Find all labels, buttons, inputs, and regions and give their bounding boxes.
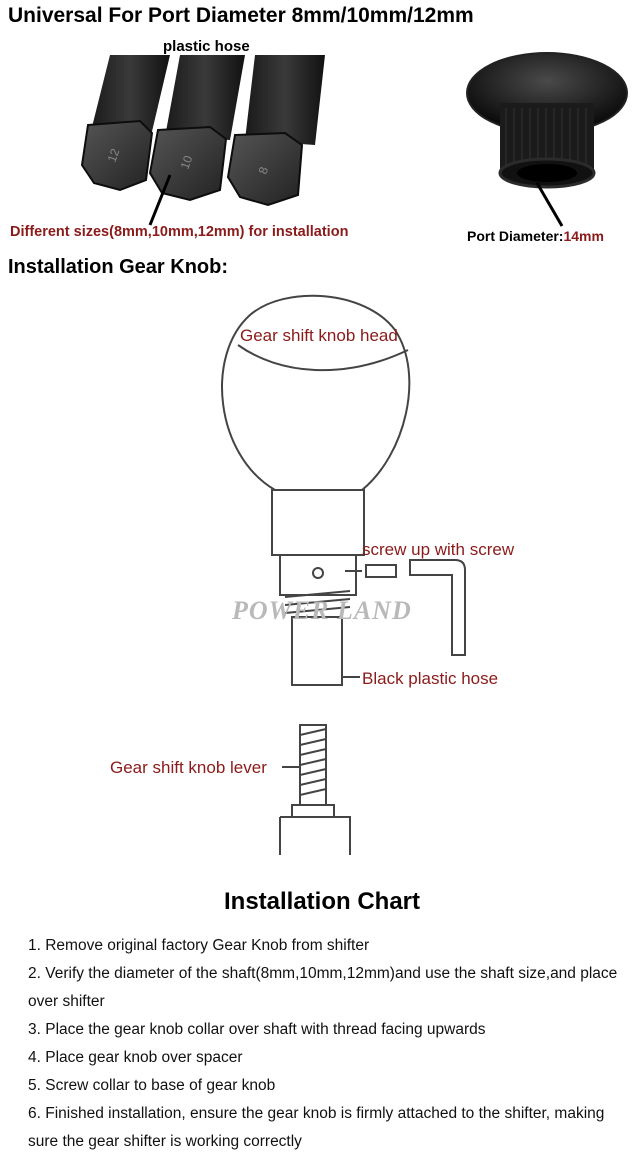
port-photo: [466, 52, 628, 227]
installation-chart-heading: Installation Chart: [223, 888, 421, 915]
installation-steps: 1. Remove original factory Gear Knob fro…: [28, 932, 628, 1156]
page-title: Universal For Port Diameter 8mm/10mm/12m…: [8, 4, 474, 27]
hose-pointer-line: [148, 174, 172, 226]
plastic-hose-label: plastic hose: [163, 38, 250, 55]
hose-mark-10: 10: [178, 153, 196, 171]
lever-base: [279, 816, 351, 855]
port-pointer-line: [535, 182, 564, 227]
label-screw: screw up with screw: [362, 540, 515, 559]
collar: [279, 554, 357, 596]
hose-mark-8: 8: [256, 165, 272, 176]
sizes-caption: Different sizes(8mm,10mm,12mm) for insta…: [10, 224, 349, 240]
label-black-hose: Black plastic hose: [362, 669, 499, 688]
step-2: 2. Verify the diameter of the shaft(8mm,…: [28, 965, 618, 1010]
step-5: 5. Screw collar to base of gear knob: [28, 1077, 276, 1094]
hose-mark-12: 12: [105, 146, 123, 164]
plastic-hose-photo: 12 10 8: [80, 55, 325, 226]
step-1: 1. Remove original factory Gear Knob fro…: [28, 937, 370, 954]
knob-head-outline: [221, 294, 411, 491]
label-knob-head: Gear shift knob head: [240, 326, 398, 345]
installation-heading: Installation Gear Knob:: [8, 256, 229, 278]
grub-screw: [365, 564, 397, 578]
step-6: 6. Finished installation, ensure the gea…: [28, 1105, 605, 1150]
watermark-logo: POWER LAND: [232, 596, 412, 625]
hose-10: [148, 55, 245, 202]
step-3: 3. Place the gear knob collar over shaft…: [28, 1021, 486, 1038]
allen-key: [409, 559, 466, 656]
installation-diagram: [221, 294, 466, 855]
step-4: 4. Place gear knob over spacer: [28, 1049, 243, 1066]
port-diameter-value: 14mm: [563, 228, 604, 244]
hose-8: [226, 55, 325, 207]
label-lever: Gear shift knob lever: [110, 758, 267, 777]
hose-12: [80, 55, 170, 192]
knob-head-seam: [237, 344, 409, 372]
port-diameter-caption: Port Diameter:14mm: [467, 228, 604, 244]
black-plastic-hose-drawing: [291, 616, 343, 686]
port-diameter-label: Port Diameter:: [467, 228, 564, 244]
knob-neck: [271, 489, 365, 556]
